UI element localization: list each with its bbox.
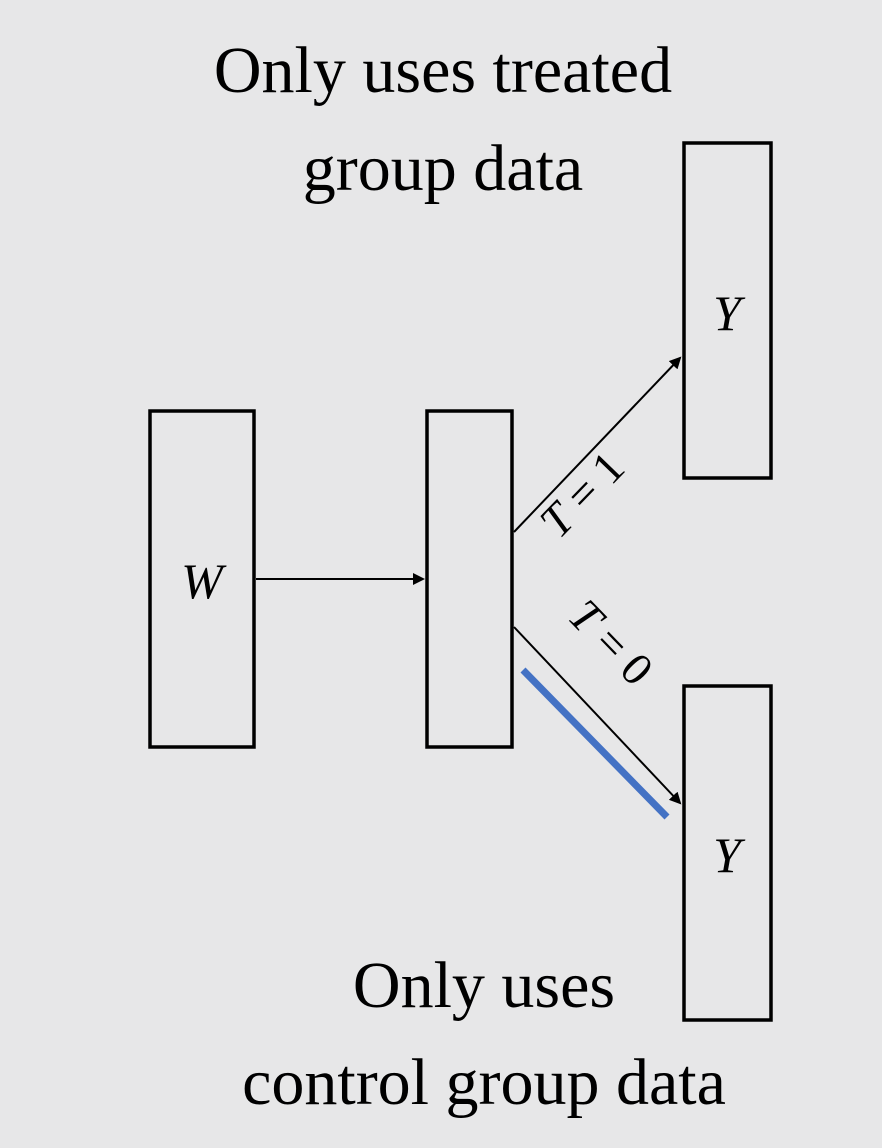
caption-bottom-line2: control group data (242, 1046, 726, 1119)
node-w-label: W (181, 553, 227, 609)
highlight-control-path (520, 667, 670, 820)
edge-label-control: T = 0 (559, 589, 663, 695)
caption-top-line2: group data (303, 132, 583, 205)
node-y-control: Y (682, 684, 773, 1022)
node-y-treated-label: Y (713, 285, 746, 341)
node-y-treated: Y (682, 141, 773, 480)
node-y-control-label: Y (713, 827, 746, 883)
edge-label-treated: T = 1 (530, 441, 634, 547)
caption-bottom-line1: Only uses (353, 949, 615, 1022)
edge-control (513, 626, 682, 805)
node-w: W (148, 409, 256, 749)
caption-top-line1: Only uses treated (214, 34, 672, 107)
edge-treated (513, 356, 682, 533)
node-middle (425, 409, 514, 749)
